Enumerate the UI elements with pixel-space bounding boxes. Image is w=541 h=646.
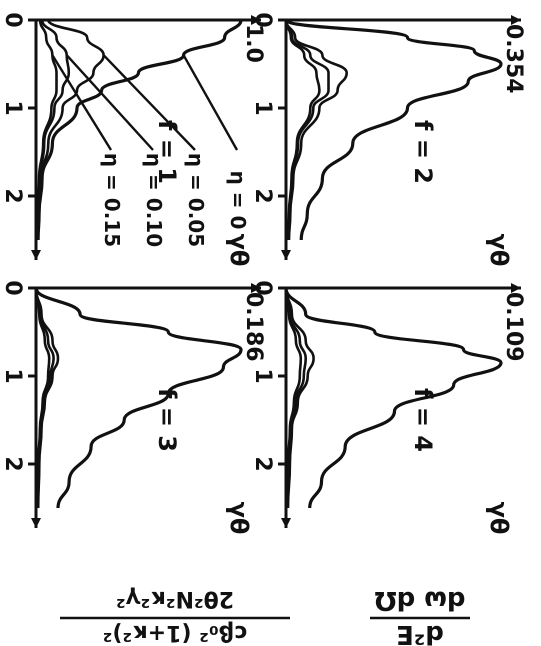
x-tick-label: 0 [0,12,25,27]
series-line-eta-3 [34,287,51,509]
series-line-eta-1 [284,19,349,241]
x-axis-label: γθ [225,234,253,267]
eta-leader-line [51,54,113,151]
x-axis-label: γθ [485,234,513,267]
ylabel-line-1: d²E [396,619,444,646]
series-line-eta-3 [284,287,303,509]
series-line-eta-0 [36,19,243,241]
x-axis-label: γθ [225,502,253,535]
x-tick-label: 1 [250,100,275,115]
x-tick-label: 1 [250,368,275,383]
x-axis-label: γθ [485,502,513,535]
x-axis-arrow [31,250,41,260]
x-tick-label: 2 [0,188,25,203]
ylabel-line-2: dω dΩ [375,585,466,615]
ylabel-line-3: cβ₀² (1+κ²)² [103,620,247,645]
x-tick-label: 0 [0,280,25,295]
peak-value-label: 0.109 [501,292,526,362]
x-axis-arrow [281,518,291,528]
peak-value-label: 0.186 [241,292,266,362]
x-tick-label: 1 [0,100,25,115]
x-tick-label: 2 [250,188,275,203]
series-line-eta-0 [284,18,503,241]
panel-f2: 0 1 2 γθ 0.354 f = 2 [250,12,526,266]
series-line-eta-0 [284,287,503,509]
x-axis-arrow [31,518,41,528]
peak-value-label: 0.354 [501,24,526,94]
series-line-eta-0 [34,287,243,509]
y-axis-arrow [251,283,261,293]
eta-label: η = 0.05 [184,153,208,247]
peak-value-label: 1.0 [241,24,266,63]
ylabel-line-4: 2θ²N²κ²γ² [116,586,234,611]
x-tick-label: 0 [250,280,275,295]
eta-leader-line [102,54,196,151]
eta-label: η = 0.10 [142,153,166,247]
eta-leader-line [65,54,154,151]
x-tick-label: 2 [0,456,25,471]
series-line-eta-3 [284,19,321,241]
eta-leader-line [182,54,239,151]
eta-label: η = 0 [226,171,250,230]
y-axis-arrow [511,283,521,293]
panel-label: f = 2 [409,120,437,184]
x-axis-arrow [281,250,291,260]
x-tick-label: 1 [0,368,25,383]
eta-label: η = 0.15 [100,153,124,247]
x-tick-label: 0 [250,12,275,27]
x-tick-label: 2 [250,456,275,471]
y-axis-arrow [251,15,261,25]
y-axis-arrow [511,15,521,25]
series-line-eta-3 [35,19,58,241]
ylabel-block: d²E dω dΩ cβ₀² (1+κ²)² 2θ²N²κ²γ² [60,585,470,646]
